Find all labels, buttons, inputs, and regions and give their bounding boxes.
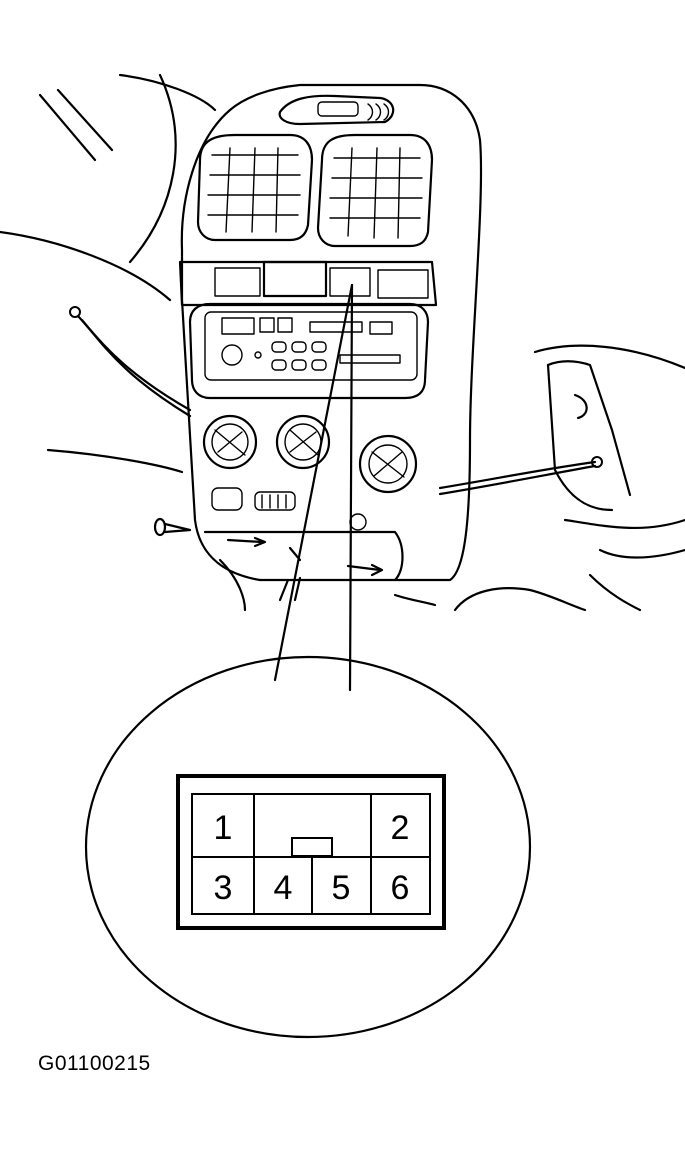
pin-label-1: 1	[214, 809, 233, 847]
left-cable	[69, 306, 192, 418]
pin-cell-6	[370, 856, 431, 915]
connector-lock-tab	[291, 837, 333, 857]
dashboard-background	[0, 73, 247, 612]
screw-icon	[153, 517, 192, 537]
pin-label-3: 3	[214, 869, 233, 907]
door-panel	[533, 344, 685, 612]
pin-label-4: 4	[274, 869, 293, 907]
connector-diagram: 1 2 3 4 5 6	[176, 774, 446, 930]
center-console	[178, 83, 587, 612]
figure-id: G01100215	[38, 1052, 151, 1075]
callout-leader	[84, 283, 532, 1039]
right-cable	[438, 456, 603, 496]
pin-label-6: 6	[391, 869, 410, 907]
pin-label-2: 2	[391, 809, 410, 847]
pin-label-5: 5	[332, 869, 351, 907]
